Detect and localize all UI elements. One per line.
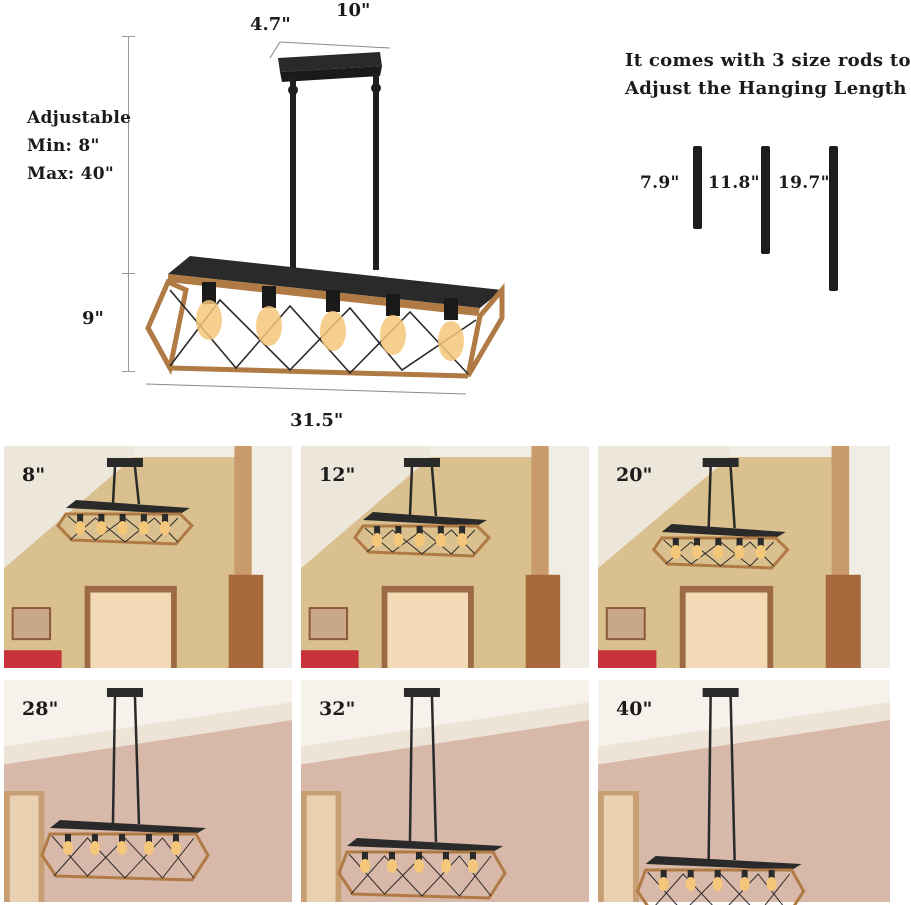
max-length-label: Max: 40" [27, 164, 115, 184]
hanging-length-photo-6: 40" [598, 680, 890, 905]
canopy-depth-label: 4.7" [250, 14, 291, 35]
fixture-height-label: 9" [82, 308, 104, 329]
rod-length-label-3: 19.7" [778, 173, 830, 193]
height-dimension-line [128, 36, 129, 372]
hanging-length-label: 40" [616, 698, 653, 720]
hanging-length-photo-5: 32" [301, 680, 589, 902]
hanging-length-photo-2: 12" [301, 446, 589, 668]
rod-medium [761, 146, 770, 254]
min-length-label: Min: 8" [27, 136, 100, 156]
rods-note-line2: Adjust the Hanging Length [625, 78, 907, 99]
hanging-length-label: 28" [22, 698, 59, 720]
hanging-length-label: 32" [319, 698, 356, 720]
rod-length-label-1: 7.9" [640, 173, 680, 193]
fixture-length-label: 31.5" [290, 410, 344, 431]
chandelier-illustration [145, 41, 505, 395]
rods-note-line1: It comes with 3 size rods to [625, 50, 911, 71]
hanging-length-label: 12" [319, 464, 356, 486]
rod-short [693, 146, 702, 229]
canopy-width-label: 10" [336, 0, 371, 21]
hanging-length-label: 20" [616, 464, 653, 486]
rod-long [829, 146, 838, 291]
hanging-length-photo-1: 8" [4, 446, 292, 668]
hanging-length-label: 8" [22, 464, 46, 486]
adjustable-label: Adjustable [27, 108, 132, 128]
dimension-diagram: Adjustable Min: 8" Max: 40" 9" 4.7" 10" … [0, 0, 910, 440]
rod-length-label-2: 11.8" [708, 173, 760, 193]
hanging-length-photo-3: 20" [598, 446, 890, 668]
hanging-length-photo-4: 28" [4, 680, 292, 902]
